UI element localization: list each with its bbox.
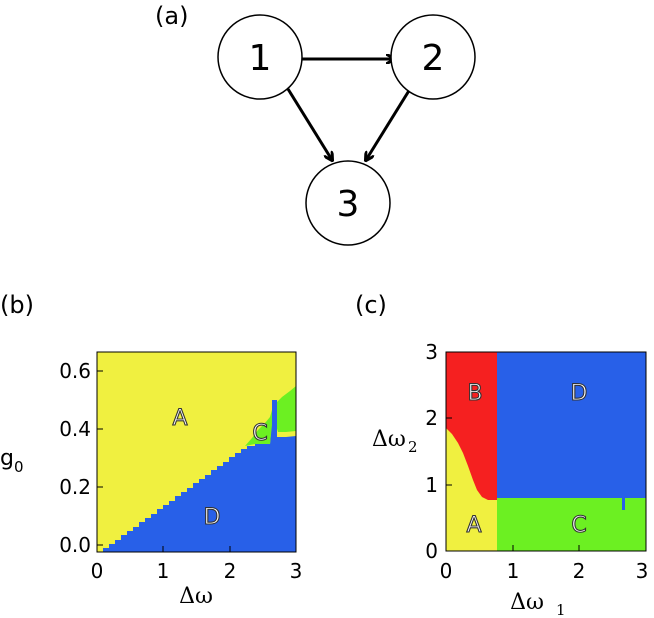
x-axis-label-c: Δω 1 xyxy=(510,590,565,618)
node-2-label: 2 xyxy=(422,38,445,79)
x-tick-c-1: 1 xyxy=(507,559,520,583)
x-axis-label-c-main: Δω xyxy=(510,590,544,615)
node-1 xyxy=(217,14,303,100)
region-B-label-c: B xyxy=(467,381,482,406)
y-axis-label-c-main: Δω xyxy=(372,427,406,452)
ticks-c xyxy=(445,351,647,552)
y-tick-b-3: 0.6 xyxy=(59,359,91,383)
region-D-label-c: D xyxy=(571,381,588,406)
region-A-label-b: A xyxy=(172,406,187,431)
x-tick-c-2: 2 xyxy=(573,559,586,583)
region-C-fill-b xyxy=(245,386,296,446)
x-axis-label-b: Δω xyxy=(179,584,213,609)
region-D-spike-b xyxy=(272,400,277,446)
y-axis-label-b: g 0 xyxy=(0,446,24,476)
x-tick-b-0: 0 xyxy=(91,559,104,583)
x-axis-label-c-sub: 1 xyxy=(556,601,566,618)
region-A-fill-c xyxy=(446,428,497,551)
ticks-b xyxy=(96,370,297,552)
y-axis-label-b-main: g xyxy=(0,446,14,471)
graph-diagram: 1 2 3 xyxy=(217,14,476,246)
y-tick-b-2: 0.4 xyxy=(59,417,91,441)
node-3-label: 3 xyxy=(337,184,360,225)
region-C-label-b: C xyxy=(252,421,267,446)
region-C-label-c: C xyxy=(571,513,586,538)
x-tick-b-2: 2 xyxy=(224,559,237,583)
panel-c-label: (c) xyxy=(355,291,387,319)
region-D-notch-c xyxy=(622,498,625,510)
x-tick-c-3: 3 xyxy=(636,559,649,583)
y-axis-label-c: Δω 2 xyxy=(372,427,418,456)
y-tick-b-1: 0.2 xyxy=(59,475,91,499)
panel-a-label: (a) xyxy=(155,2,188,30)
y-axis-label-c-sub: 2 xyxy=(408,438,418,456)
y-tick-c-3: 3 xyxy=(425,340,438,364)
edge-1-3 xyxy=(286,88,332,160)
y-tick-c-0: 0 xyxy=(425,539,438,563)
node-3 xyxy=(305,160,391,246)
x-tick-b-3: 3 xyxy=(290,559,303,583)
x-tick-c-0: 0 xyxy=(440,559,453,583)
y-tick-c-1: 1 xyxy=(425,473,438,497)
plot-frame-c xyxy=(445,351,647,552)
edge-2-3 xyxy=(366,88,412,160)
heatmap-b xyxy=(97,352,296,552)
node-2 xyxy=(390,14,476,100)
y-tick-b-0: 0.0 xyxy=(59,533,91,557)
region-D-fill-b xyxy=(97,420,296,552)
x-tick-b-1: 1 xyxy=(157,559,170,583)
y-tick-c-2: 2 xyxy=(425,406,438,430)
node-1-label: 1 xyxy=(249,38,272,79)
heatmap-c xyxy=(446,352,646,551)
plot-frame-b xyxy=(96,351,297,553)
y-axis-label-b-sub: 0 xyxy=(14,458,24,476)
panel-b-label: (b) xyxy=(0,291,34,319)
region-A-label-c: A xyxy=(466,513,481,538)
region-D-label-b: D xyxy=(204,505,221,530)
